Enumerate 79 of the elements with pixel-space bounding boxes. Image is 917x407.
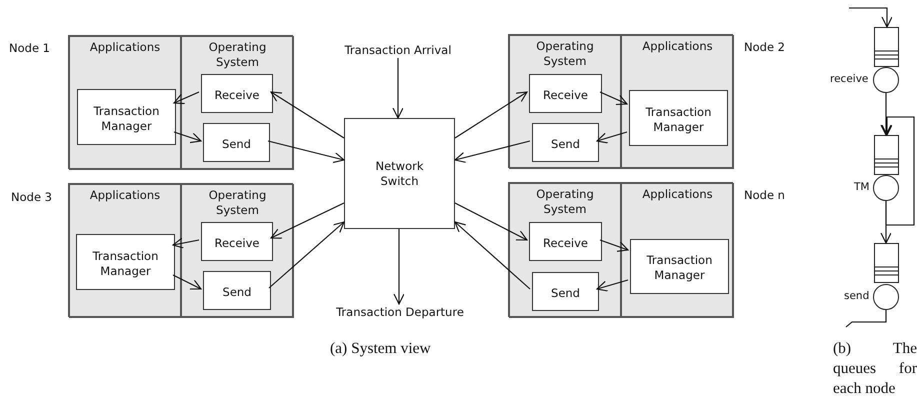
arrow <box>172 274 202 290</box>
caption: (b) The queues for each node <box>833 339 917 399</box>
arrow <box>849 7 893 28</box>
arrow <box>600 92 628 106</box>
queue-buffer <box>874 243 899 283</box>
queue-buffer <box>874 27 899 67</box>
arrow <box>270 202 344 239</box>
arrow <box>270 91 344 138</box>
arrow <box>173 92 200 104</box>
process-box <box>529 222 602 261</box>
box-label: Send <box>550 286 581 300</box>
arrow <box>600 239 629 252</box>
flow-label: Transaction Arrival <box>344 43 452 57</box>
box-label: Transaction Manager <box>646 253 714 283</box>
box-label: Transaction Manager <box>644 104 712 134</box>
process-box <box>203 271 271 310</box>
arrow <box>268 140 345 163</box>
layer-panel <box>69 184 181 318</box>
process-box <box>201 222 273 261</box>
panel-heading: Operating System <box>535 187 595 217</box>
process-box <box>629 90 728 146</box>
layer-panel <box>509 35 621 169</box>
layer-panel <box>69 36 181 170</box>
flow-label: Transaction Departure <box>336 305 464 319</box>
panel-heading: Applications <box>641 39 714 54</box>
arrow <box>172 238 200 249</box>
arrow <box>174 131 202 144</box>
box-label: Network Switch <box>374 158 425 188</box>
layer-panel <box>509 183 621 318</box>
box-label: Transaction Manager <box>92 104 160 134</box>
caption: (a) System view <box>330 339 431 359</box>
box-label: Receive <box>542 236 590 250</box>
arrow <box>393 229 405 305</box>
arrow <box>881 116 915 226</box>
box-label: Send <box>550 136 581 152</box>
process-box <box>532 123 599 162</box>
panel-heading: Operating System <box>208 40 268 70</box>
layer-panel <box>621 35 734 169</box>
box-label: Transaction Manager <box>92 248 160 278</box>
arrow <box>596 279 628 292</box>
panel-heading: Operating System <box>208 188 268 218</box>
arrow <box>454 91 528 138</box>
process-box <box>76 234 175 290</box>
node-label: Node n <box>744 188 785 202</box>
arrow <box>596 131 628 144</box>
connector-line <box>846 310 887 328</box>
process-box <box>529 74 602 113</box>
process-box <box>201 74 273 113</box>
server-label: receive <box>830 73 868 85</box>
layer-panel <box>181 184 294 318</box>
box-label: Send <box>221 136 252 152</box>
node-label: Node 3 <box>11 190 52 204</box>
server-label: send <box>844 290 870 302</box>
panel-heading: Applications <box>88 188 162 203</box>
server-label: TM <box>854 181 870 193</box>
arrow <box>392 58 404 119</box>
queue-buffer <box>874 135 899 175</box>
box-label: Receive <box>213 236 261 250</box>
arrow <box>454 202 528 241</box>
node-label: Node 2 <box>744 40 785 54</box>
process-box <box>77 89 176 145</box>
panel-heading: Operating System <box>535 39 595 69</box>
box-label: Receive <box>542 88 590 102</box>
box-label: Send <box>222 284 252 300</box>
switch-box <box>344 118 455 229</box>
process-box <box>203 123 270 162</box>
layer-panel <box>621 183 734 318</box>
arrow <box>454 140 530 163</box>
process-box <box>630 239 729 294</box>
arrow <box>268 221 345 288</box>
node-label: Node 1 <box>9 41 50 55</box>
panel-heading: Applications <box>88 40 162 55</box>
arrow <box>454 221 530 290</box>
layer-panel <box>181 36 294 170</box>
process-box <box>532 272 599 311</box>
arrow <box>880 93 892 136</box>
arrow <box>880 201 892 244</box>
box-label: Receive <box>213 88 261 102</box>
panel-heading: Applications <box>641 187 714 202</box>
